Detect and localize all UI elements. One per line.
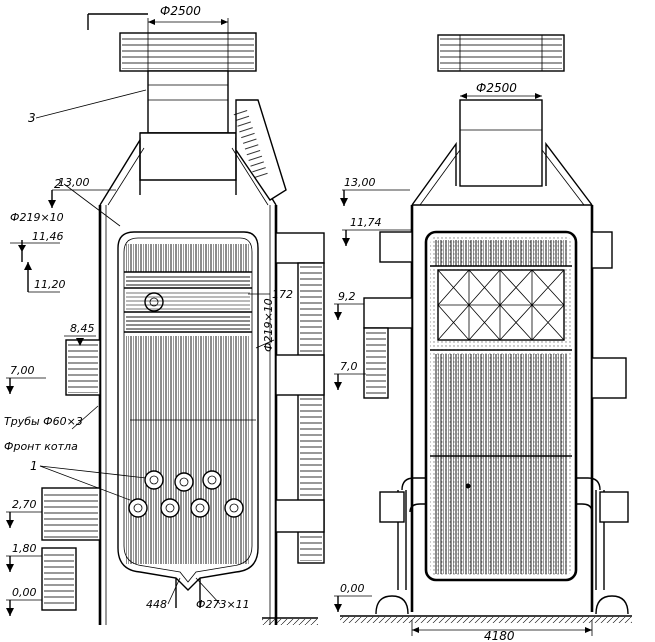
left-level-marker-1120 <box>24 262 60 293</box>
right-chimney <box>459 99 543 187</box>
left-level-marker-1146 <box>10 240 60 262</box>
right-side-pipes <box>401 477 601 491</box>
callout-1: 1 <box>30 459 38 473</box>
callout-2-leader <box>63 183 121 227</box>
right-level-marker-000 <box>334 595 372 612</box>
right-level-1174: 11,74 <box>350 216 382 229</box>
right-level-70: 7,0 <box>340 360 358 373</box>
callout-2: 2 <box>54 177 62 191</box>
left-transition <box>139 132 237 181</box>
left-level-270: 2,70 <box>12 498 37 511</box>
left-chimney <box>147 70 229 134</box>
right-level-marker-70 <box>334 373 366 390</box>
callout-1-leader-a <box>39 465 147 479</box>
right-water-walls <box>434 354 568 574</box>
left-bottom-pipe <box>175 578 201 608</box>
left-level-marker-845 <box>64 335 96 346</box>
dim-448: 448 <box>146 598 167 611</box>
left-view: Ф2500 <box>4 4 325 625</box>
right-width-label: 4180 <box>484 629 515 642</box>
left-level-marker-180 <box>6 555 42 572</box>
left-platform-upper <box>275 232 325 264</box>
callout-3-leader <box>35 89 147 119</box>
pipe-219-top-label: Ф219×10 <box>10 211 64 224</box>
right-foundation-left <box>375 595 409 615</box>
left-level-845: 8,45 <box>70 322 95 335</box>
right-top-diameter-label: Ф2500 <box>476 81 517 95</box>
pipe-219-side-label: Ф219×10 <box>262 298 275 352</box>
left-level-1146: 11,46 <box>32 230 64 243</box>
left-top-diameter-label: Ф2500 <box>160 4 201 18</box>
right-foundation-right <box>595 595 629 615</box>
left-level-marker-000 <box>6 599 42 616</box>
left-boiler-body <box>117 231 259 591</box>
left-level-marker-1300 <box>48 189 116 208</box>
left-level-1120: 11,20 <box>34 278 66 291</box>
left-top-box-grid <box>122 35 254 69</box>
boiler-front-label: Фронт котла <box>4 440 78 453</box>
callout-3: 3 <box>28 111 36 125</box>
left-level-180: 1,80 <box>12 542 37 555</box>
right-level-marker-1174 <box>342 229 412 246</box>
right-level-000: 0,00 <box>340 582 365 595</box>
right-level-92: 9,2 <box>338 290 356 303</box>
right-level-marker-92 <box>334 303 364 320</box>
left-level-700: 7,00 <box>10 364 35 377</box>
left-level-marker-700 <box>6 377 46 394</box>
right-lattice <box>437 269 565 341</box>
right-platform-70 <box>591 357 627 399</box>
left-upper-bank <box>126 244 250 272</box>
tubes-label: Трубы Ф60×3 <box>4 415 83 428</box>
left-level-000: 0,00 <box>12 586 37 599</box>
left-level-1300: 13,00 <box>58 176 90 189</box>
right-platform-92 <box>363 297 413 329</box>
right-view: Ф2500 <box>334 34 632 642</box>
left-level-marker-270 <box>6 511 42 528</box>
dim-172: 172 <box>272 288 293 301</box>
callout-1-leader-b <box>39 465 131 501</box>
right-level-marker-1300 <box>340 189 410 206</box>
pipe-273-label: Ф273×11 <box>196 598 250 611</box>
left-burners <box>128 470 244 518</box>
left-water-walls <box>126 336 250 564</box>
right-level-1300: 13,00 <box>344 176 376 189</box>
